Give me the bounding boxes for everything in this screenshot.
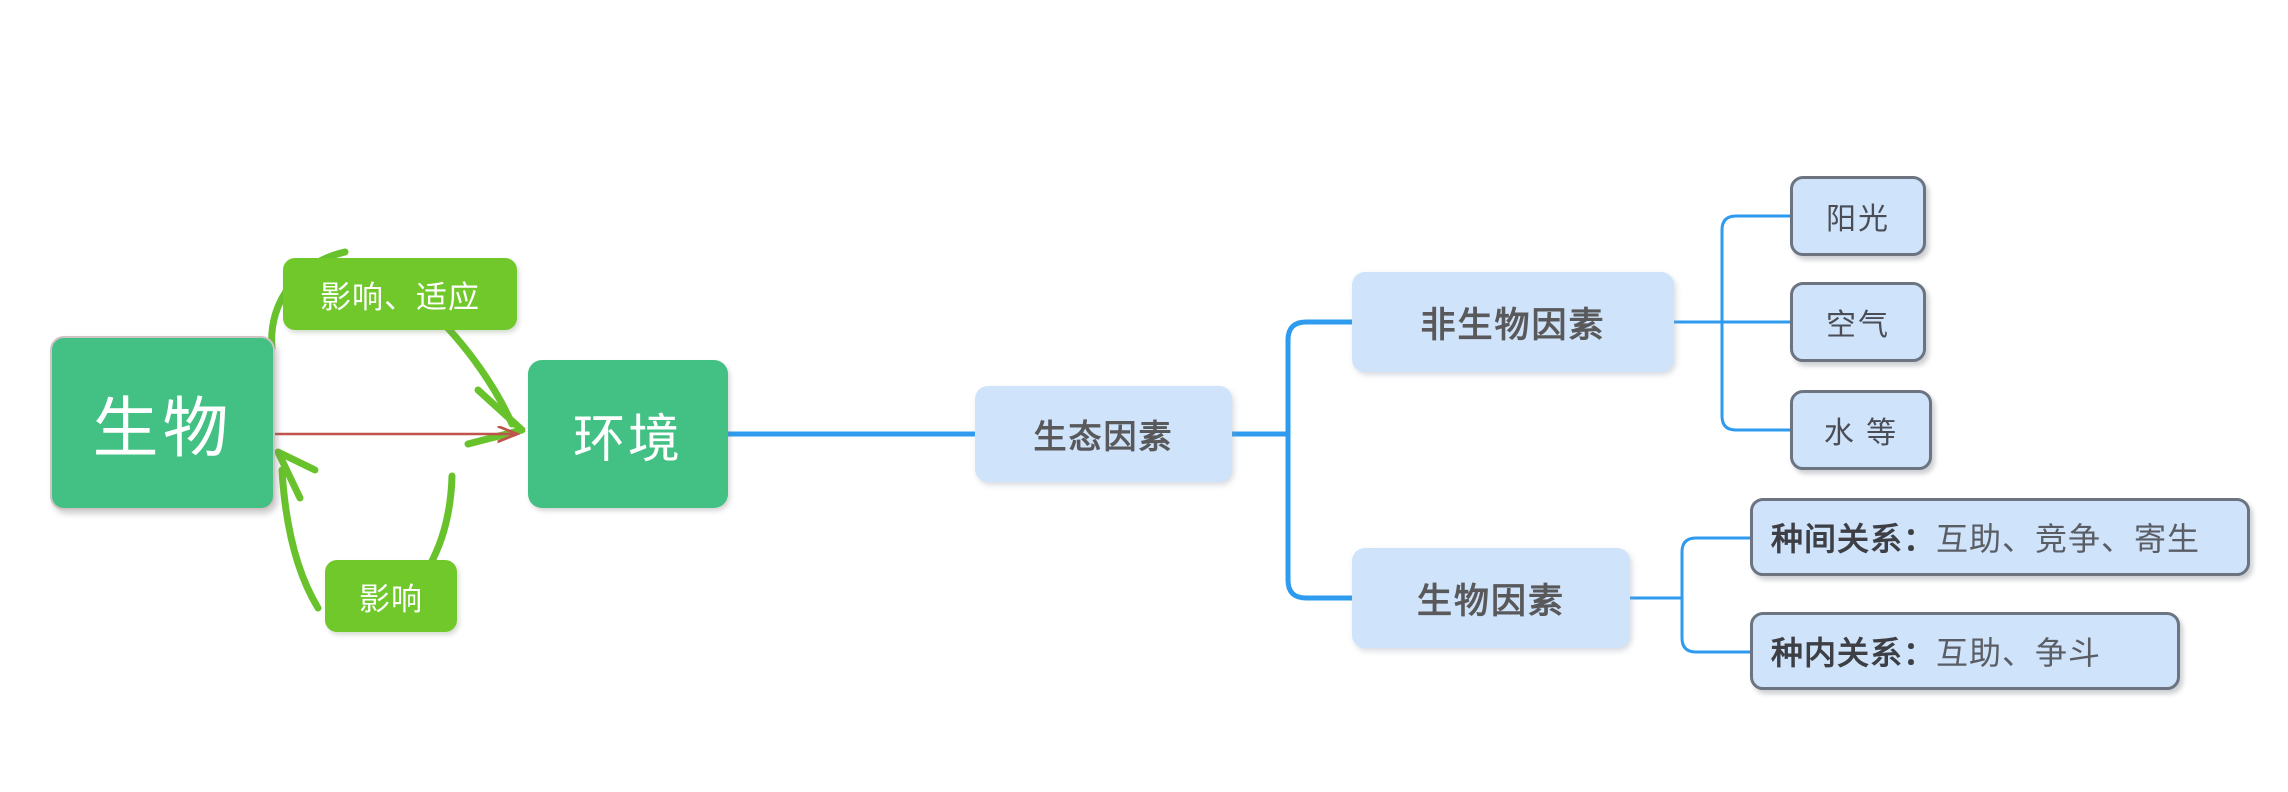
node-intraspecific-separator: ： [1903,635,1937,671]
edge-ecological-to-abiotic [1285,319,1355,437]
node-influence-label[interactable]: 影响 [325,560,457,632]
edge-abiotic-to-sunlight [1720,214,1792,324]
node-sunlight[interactable]: 阳光 [1790,176,1926,256]
edge-ecological-to-biotic [1285,431,1355,601]
node-environment-label: 环境 [572,410,683,469]
node-influence-adapt-text: 影响、适应 [320,279,480,315]
node-biotic-factors-label: 生物因素 [1416,581,1565,621]
node-water-etc[interactable]: 水 等 [1790,390,1932,470]
node-ecological-factors[interactable]: 生态因素 [975,386,1232,482]
edge-biotic-to-interspecific [1680,536,1752,600]
edge-arrowhead-green-lower [274,448,319,502]
edge-arrowhead-green-upper [464,386,526,448]
node-water-etc-label: 水 等 [1823,417,1899,450]
node-abiotic-factors[interactable]: 非生物因素 [1352,272,1674,372]
node-air-label: 空气 [1826,309,1890,342]
node-interspecific-key: 种间关系 [1771,521,1904,557]
node-influence-text: 影响 [359,581,423,617]
edge-biotic-to-intraspecific [1680,596,1752,654]
node-influence-adapt-label[interactable]: 影响、适应 [283,258,517,330]
node-interspecific-relations[interactable]: 种间关系：互助、竞争、寄生 [1750,498,2250,576]
node-air[interactable]: 空气 [1790,282,1926,362]
node-biotic-factors[interactable]: 生物因素 [1352,548,1630,648]
node-environment[interactable]: 环境 [528,360,728,508]
node-intraspecific-relations[interactable]: 种内关系：互助、争斗 [1750,612,2180,690]
node-interspecific-value: 互助、竞争、寄生 [1936,521,2201,557]
node-intraspecific-key: 种内关系 [1771,635,1904,671]
node-organism[interactable]: 生物 [50,336,275,510]
edge-environment-to-organism-lower-2 [278,466,322,612]
edge-abiotic-to-water [1720,320,1792,432]
node-organism-label: 生物 [92,391,233,465]
node-interspecific-separator: ： [1903,521,1937,557]
node-ecological-factors-label: 生态因素 [1033,418,1174,455]
node-intraspecific-value: 互助、争斗 [1936,635,2102,671]
node-sunlight-label: 阳光 [1826,203,1890,236]
node-abiotic-factors-label: 非生物因素 [1420,305,1606,345]
